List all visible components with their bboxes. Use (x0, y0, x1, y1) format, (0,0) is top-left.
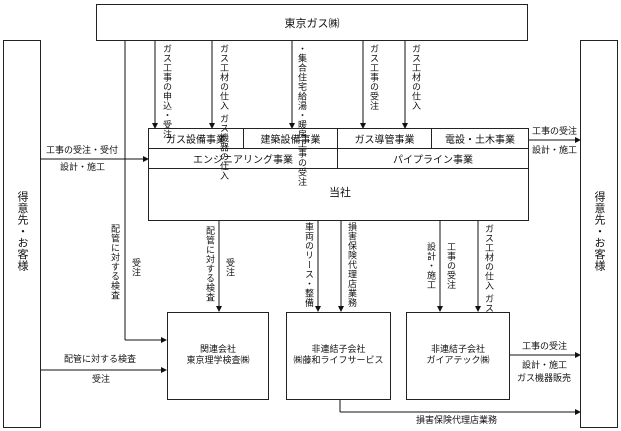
label-gas-work-order: ガス工事の受注 (368, 44, 378, 111)
label-mid-design: 設計・施工 (425, 242, 435, 290)
label-mid-inspection: 配管に対する検査 (204, 226, 214, 302)
subsidiary-c-name: ガイアテック㈱ (426, 356, 490, 366)
subsidiary-a-name: 東京理学検査㈱ (186, 356, 250, 366)
label-gas-materials: ガス工材の仕入 (410, 44, 420, 111)
customer-left-box: 得意先・お客様 (3, 40, 41, 428)
customer-right-label: 得意先・お客様 (593, 191, 606, 272)
company-box: ガス設備事業 建築設備事業 ガス導管事業 電設・土木事業 エンジニアリング事業 … (148, 128, 529, 221)
label-br-sales: ガス機器販売 (517, 374, 572, 384)
label-left-order: 受注 (92, 375, 111, 385)
business-building-equipment: 建築設備事業 (243, 128, 338, 149)
label-left-order-vertical: 受注 (130, 258, 140, 277)
label-mid-order: 受注 (224, 258, 234, 277)
label-mid-insurance: 損害保険代理店業務 (346, 222, 356, 308)
label-br-order: 工事の受注 (522, 342, 568, 352)
customer-left-label: 得意先・お客様 (16, 191, 29, 272)
label-left-design-build: 設計・施工 (60, 163, 106, 173)
business-gas-pipe: ガス導管事業 (337, 128, 432, 149)
label-left-inspection-vertical: 配管に対する検査 (109, 224, 119, 300)
subsidiary-c-type: 非連結子会社 (430, 345, 485, 355)
subsidiary-tokyo-rigaku: 関連会社 東京理学検査㈱ (167, 312, 269, 400)
business-pipeline: パイプライン事業 (337, 148, 529, 169)
subsidiary-towa-life: 非連結子会社 ㈱藤和ライフサービス (286, 312, 391, 400)
label-gas-materials-equipment: ガス工材の仕入 ガス機器の仕入 (218, 44, 228, 181)
label-left-order-receive: 工事の受注・受付 (46, 146, 119, 156)
tokyo-gas-box: 東京ガス㈱ (96, 4, 528, 41)
label-right-order: 工事の受注 (532, 127, 578, 137)
subsidiary-b-type: 非連結子会社 (311, 345, 366, 355)
business-engineering: エンジニアリング事業 (148, 148, 338, 169)
label-left-inspection: 配管に対する検査 (64, 355, 137, 365)
label-mid-lease: 車両のリース・整備 (303, 222, 313, 308)
company-label: 当社 (329, 186, 351, 199)
subsidiary-a-type: 関連会社 (199, 345, 236, 355)
customer-right-box: 得意先・お客様 (580, 40, 618, 428)
subsidiary-b-name: ㈱藤和ライフサービス (293, 356, 384, 366)
label-bottom-insurance: 損害保険代理店業務 (416, 416, 498, 426)
label-right-design-build: 設計・施工 (532, 146, 578, 156)
business-electric-civil: 電設・土木事業 (431, 128, 529, 149)
label-mid-work-order: 工事の受注 (445, 242, 455, 290)
subsidiary-gaiatech: 非連結子会社 ガイアテック㈱ (406, 312, 510, 400)
label-br-design: 設計・施工 (522, 361, 568, 371)
tokyo-gas-label: 東京ガス㈱ (284, 16, 340, 30)
label-gas-work-application: ガス工事の申込・受注 (161, 44, 171, 139)
label-mid-materials: ガス工材の仕入 ガス機器の仕入 (483, 224, 493, 361)
label-apartment-heating: ・集合住宅給湯・暖房工事の受注 (296, 44, 306, 187)
